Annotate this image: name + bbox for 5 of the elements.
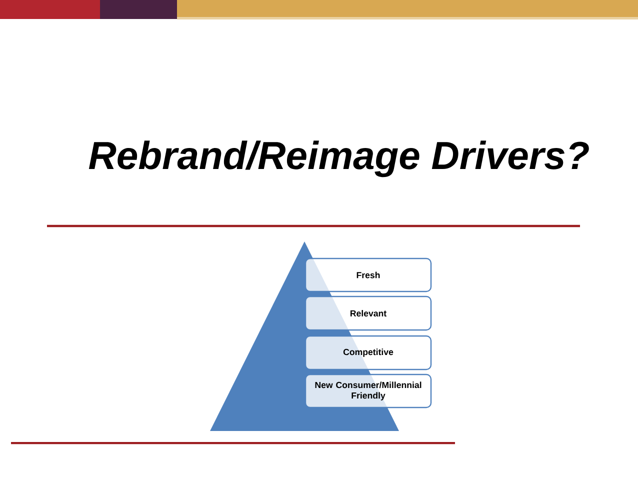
tier-box: Relevant (304, 296, 432, 331)
tier-box: New Consumer/Millennial Friendly (304, 374, 432, 408)
tier-box: Competitive (304, 335, 432, 370)
tier-box: Fresh (304, 258, 432, 292)
slide-title: Rebrand/Reimage Drivers? (88, 140, 589, 178)
